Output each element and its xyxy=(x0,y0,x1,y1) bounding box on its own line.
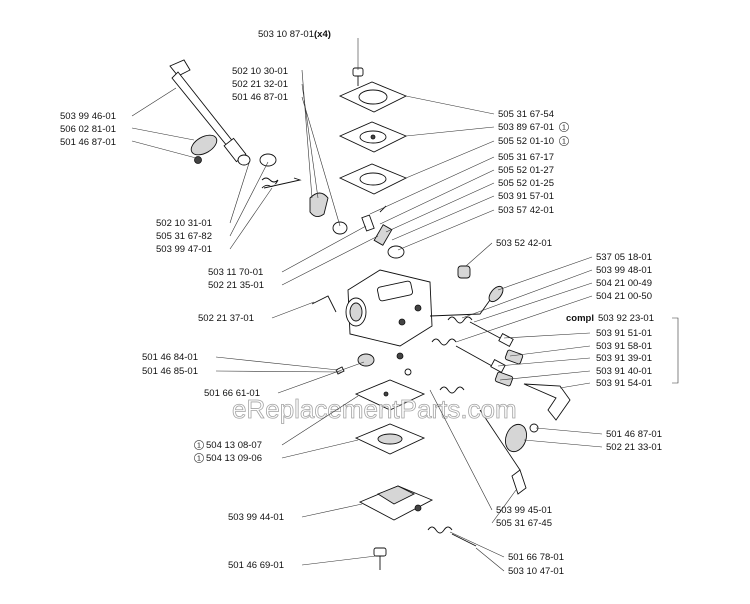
callout-504-13-09-06: 1 504 13 09-06 xyxy=(194,453,262,464)
part-drawings xyxy=(169,59,571,570)
callout-503-91-54-01: 503 91 54-01 xyxy=(596,378,652,389)
pump-spring-part xyxy=(439,386,539,495)
callout-503-52-42-01: 503 52 42-01 xyxy=(496,238,552,249)
callout-504-21-00-49: 504 21 00-49 xyxy=(596,278,652,289)
callout-505-31-67-45: 505 31 67-45 xyxy=(496,518,552,529)
callout-501-46-85-01: 501 46 85-01 xyxy=(142,366,198,377)
adjusting-screws-part xyxy=(431,316,514,373)
callout-502-21-33-01: 502 21 33-01 xyxy=(606,442,662,453)
callout-501-46-87-01-c: 501 46 87-01 xyxy=(606,429,662,440)
callout-502-21-37-01: 502 21 37-01 xyxy=(198,313,254,324)
cover-screw-bottom-part xyxy=(373,547,387,570)
callout-503-10-47-01: 503 10 47-01 xyxy=(508,566,564,577)
callout-503-99-44-01: 503 99 44-01 xyxy=(228,512,284,523)
callout-501-46-87-01-a: 501 46 87-01 xyxy=(232,92,288,103)
callout-marker: 1 xyxy=(197,456,201,463)
callout-502-21-35-01: 502 21 35-01 xyxy=(208,280,264,291)
throttle-cable-arm-part xyxy=(429,285,504,317)
callout-501-66-78-01: 501 66 78-01 xyxy=(508,552,564,563)
callout-502-10-30-01: 502 10 30-01 xyxy=(232,66,288,77)
leader-lines xyxy=(131,38,679,572)
callout-505-52-01-10: 505 52 01-10 1 xyxy=(498,136,569,147)
callout-504-13-08-07: 1 504 13 08-07 xyxy=(194,440,262,451)
callout-labels: 503 10 87-01(x4) 502 10 30-01 502 21 32-… xyxy=(60,29,662,577)
callout-503-91-40-01: 503 91 40-01 xyxy=(596,366,652,377)
callout-505-52-01-27: 505 52 01-27 xyxy=(498,165,554,176)
callout-502-10-31-01: 502 10 31-01 xyxy=(156,218,212,229)
svg-text:504 13 08-07: 504 13 08-07 xyxy=(206,440,262,451)
callout-505-31-67-54: 505 31 67-54 xyxy=(498,109,554,120)
callout-501-66-61-01: 501 66 61-01 xyxy=(204,388,260,399)
metering-diaphragm-part xyxy=(354,423,426,455)
callout-501-46-87-01-b: 501 46 87-01 xyxy=(60,137,116,148)
pump-diaphragm-part xyxy=(338,121,408,153)
callout-503-91-39-01: 503 91 39-01 xyxy=(596,353,652,364)
throttle-lever-part xyxy=(309,192,348,235)
metering-gasket-part xyxy=(354,379,426,411)
callout-506-02-81-01: 506 02 81-01 xyxy=(60,124,116,135)
plug-cap-part xyxy=(457,265,471,279)
shaft-bushing-part xyxy=(237,153,302,189)
callout-505-31-67-82: 505 31 67-82 xyxy=(156,231,212,242)
callout-504-21-00-50: 504 21 00-50 xyxy=(596,291,652,302)
spring-pin-part xyxy=(335,352,412,376)
callout-503-91-57-01: 503 91 57-01 xyxy=(498,191,554,202)
callout-503-99-45-01: 503 99 45-01 xyxy=(496,505,552,516)
watermark-text: eReplacementParts.com xyxy=(232,394,517,424)
cover-screw-part xyxy=(352,67,364,86)
carburetor-body-part xyxy=(345,269,433,347)
callout-503-99-46-01: 503 99 46-01 xyxy=(60,111,116,122)
svg-text:503 89 67-01: 503 89 67-01 xyxy=(498,122,554,133)
callout-503-10-87-01: 503 10 87-01(x4) xyxy=(258,29,331,40)
callout-503-99-47-01: 503 99 47-01 xyxy=(156,244,212,255)
callout-marker: 1 xyxy=(197,443,201,450)
callout-501-46-69-01: 501 46 69-01 xyxy=(228,560,284,571)
callout-502-21-32-01: 502 21 32-01 xyxy=(232,79,288,90)
callout-505-52-01-25: 505 52 01-25 xyxy=(498,178,554,189)
needle-valve-part xyxy=(361,205,405,259)
idle-screw-part xyxy=(427,526,477,547)
callout-503-91-58-01: 503 91 58-01 xyxy=(596,341,652,352)
callout-503-11-70-01: 503 11 70-01 xyxy=(208,267,263,278)
svg-text:504 13 09-06: 504 13 09-06 xyxy=(206,453,262,464)
callout-537-05-18-01: 537 05 18-01 xyxy=(596,252,652,263)
callout-501-46-84-01: 501 46 84-01 xyxy=(142,352,198,363)
pump-plunger-assembly-part xyxy=(494,349,571,421)
choke-valve-part xyxy=(190,134,218,164)
callout-marker: 1 xyxy=(562,125,566,132)
callout-503-89-67-01: 503 89 67-01 1 xyxy=(498,122,569,133)
callout-505-31-67-17: 505 31 67-17 xyxy=(498,152,554,163)
svg-text:505 52 01-10: 505 52 01-10 xyxy=(498,136,554,147)
pump-gasket-part xyxy=(338,163,408,195)
pump-cover-part xyxy=(338,81,408,113)
callout-503-57-42-01: 503 57 42-01 xyxy=(498,205,554,216)
callout-503-91-51-01: 503 91 51-01 xyxy=(596,328,652,339)
callout-503-99-48-01: 503 99 48-01 xyxy=(596,265,652,276)
metering-cover-part xyxy=(358,485,434,521)
callout-marker: 1 xyxy=(562,139,566,146)
bent-pin-part xyxy=(311,295,337,313)
